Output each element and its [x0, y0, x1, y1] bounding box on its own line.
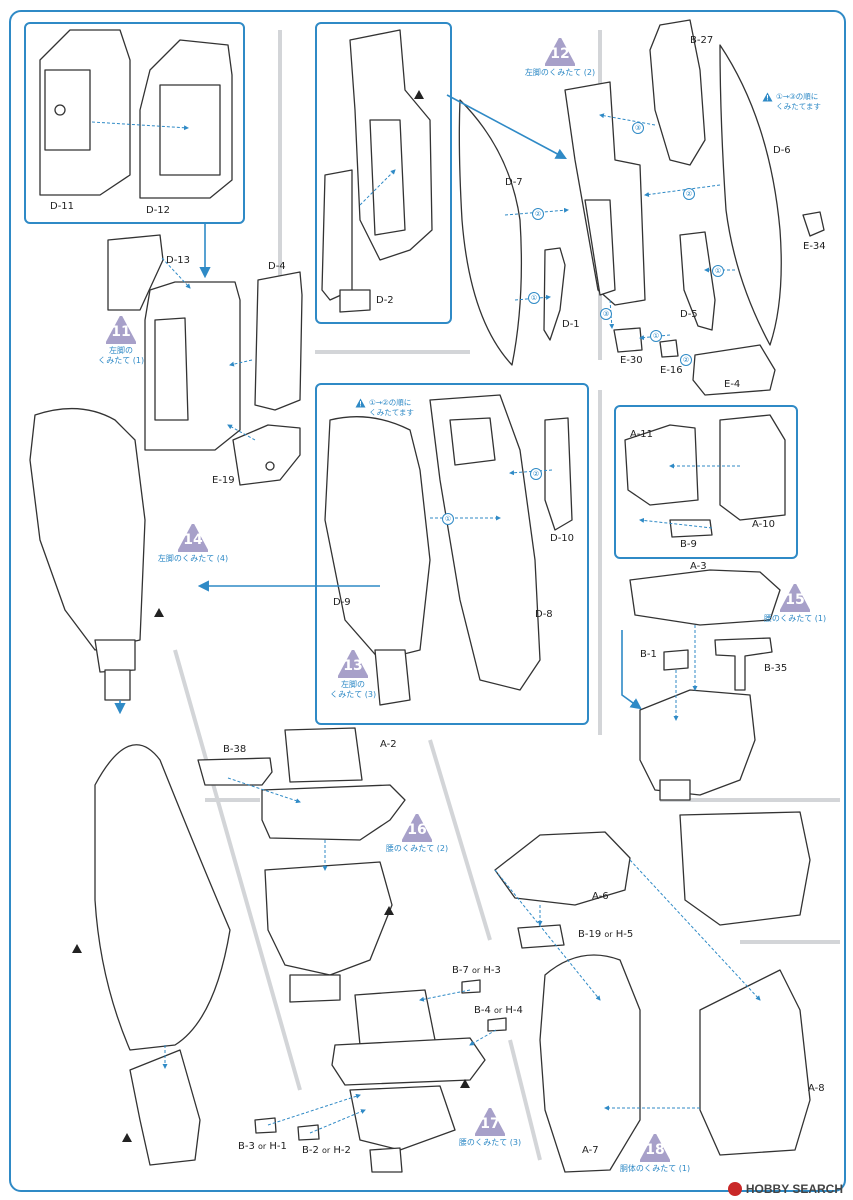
- order-note-three: ①→③の順に くみたてます: [762, 92, 821, 112]
- step-ref-12-icon: [122, 1127, 132, 1142]
- step-17-title: 腰のくみたて (3): [458, 1138, 522, 1147]
- seq-marker: ②: [530, 468, 542, 480]
- step-box-d11-d12: [24, 22, 245, 224]
- order-note-two: ①→②の順に くみたてます: [355, 398, 414, 418]
- hobby-search-logo-icon: [727, 1182, 742, 1196]
- part-label: A-10: [752, 519, 775, 530]
- seq-marker: ①: [528, 292, 540, 304]
- part-label: B-27: [690, 35, 714, 46]
- part-label: B-7: [452, 965, 469, 976]
- step-ref-15-icon: [384, 900, 394, 915]
- part-label-pair: B-7 or H-3: [452, 966, 501, 976]
- step-ref-14-icon: [72, 938, 82, 953]
- step-13: 13 左脚の くみたて (3): [322, 650, 384, 700]
- step-15: 15 腰のくみたて (1): [760, 584, 830, 624]
- part-label: A-11: [630, 429, 653, 440]
- step-box-13: [315, 383, 589, 725]
- seq-marker: ③: [600, 308, 612, 320]
- part-label: A-7: [582, 1145, 599, 1156]
- part-label: B-3: [238, 1141, 255, 1152]
- seq-marker: ①: [712, 265, 724, 277]
- step-14-title: 左脚のくみたて (4): [157, 554, 229, 563]
- seq-marker: ②: [680, 354, 692, 366]
- part-label: D-9: [333, 597, 351, 608]
- part-label-pair: B-3 or H-1: [238, 1142, 287, 1152]
- part-label: E-34: [803, 241, 826, 252]
- step-17: 17 腰のくみたて (3): [455, 1108, 525, 1148]
- step-box-d2: [315, 22, 452, 324]
- part-label: A-6: [592, 891, 609, 902]
- part-label: D-12: [146, 205, 171, 216]
- or-label: or: [604, 930, 613, 939]
- part-label-pair: B-4 or H-4: [474, 1006, 523, 1016]
- or-label: or: [494, 1006, 503, 1015]
- part-label: H-5: [615, 929, 634, 940]
- part-label: A-2: [380, 739, 397, 750]
- step-12-title: 左脚のくみたて (2): [524, 68, 596, 77]
- part-label: B-38: [223, 744, 247, 755]
- part-label: A-8: [808, 1083, 825, 1094]
- step-14: 14 左脚のくみたて (4): [150, 524, 236, 564]
- part-label-pair: B-19 or H-5: [578, 930, 633, 940]
- step-16-title: 腰のくみたて (2): [385, 844, 449, 853]
- part-label: D-6: [773, 145, 791, 156]
- step-ref-11-icon: [414, 84, 424, 99]
- step-11-title: 左脚の くみたて (1): [97, 346, 145, 365]
- part-label: H-4: [505, 1005, 523, 1016]
- part-label: D-13: [166, 255, 191, 266]
- part-label: H-1: [269, 1141, 287, 1152]
- seq-marker: ①: [442, 513, 454, 525]
- part-label: D-10: [550, 533, 575, 544]
- part-label: D-5: [680, 309, 698, 320]
- step-ref-13-icon: [154, 602, 164, 617]
- seq-marker: ②: [683, 188, 695, 200]
- or-label: or: [322, 1146, 331, 1155]
- or-label: or: [472, 966, 481, 975]
- part-label: H-2: [333, 1145, 351, 1156]
- step-18-title: 胴体のくみたて (1): [619, 1164, 691, 1173]
- part-label: E-30: [620, 355, 643, 366]
- seq-marker: ②: [532, 208, 544, 220]
- part-label: H-3: [483, 965, 501, 976]
- part-label: E-19: [212, 475, 235, 486]
- warning-icon: [355, 398, 366, 408]
- part-label: A-3: [690, 561, 707, 572]
- step-box-a11-a10: [614, 405, 798, 559]
- part-label: B-1: [640, 649, 657, 660]
- warning-icon: [762, 92, 773, 102]
- step-15-title: 腰のくみたて (1): [763, 614, 827, 623]
- seq-marker: ③: [632, 122, 644, 134]
- part-label: D-7: [505, 177, 523, 188]
- part-label: E-16: [660, 365, 683, 376]
- part-label: D-1: [562, 319, 580, 330]
- part-label: B-19: [578, 929, 602, 940]
- part-label: D-4: [268, 261, 286, 272]
- step-11: 11 左脚の くみたて (1): [90, 316, 152, 366]
- step-13-title: 左脚の くみたて (3): [329, 680, 377, 699]
- watermark: HOBBY SEARCH: [727, 1182, 843, 1196]
- part-label: B-4: [474, 1005, 491, 1016]
- or-label: or: [258, 1142, 267, 1151]
- part-label: D-2: [376, 295, 394, 306]
- seq-marker: ①: [650, 330, 662, 342]
- part-label: E-4: [724, 379, 741, 390]
- part-label: B-2: [302, 1145, 319, 1156]
- part-label: B-35: [764, 663, 788, 674]
- part-label-pair: B-2 or H-2: [302, 1146, 351, 1156]
- part-label: B-9: [680, 539, 697, 550]
- step-16: 16 腰のくみたて (2): [382, 814, 452, 854]
- step-12: 12 左脚のくみたて (2): [520, 38, 600, 78]
- step-18: 18 胴体のくみたて (1): [612, 1134, 698, 1174]
- step-ref-16-icon: [460, 1073, 470, 1088]
- part-label: D-8: [535, 609, 553, 620]
- part-label: D-11: [50, 201, 75, 212]
